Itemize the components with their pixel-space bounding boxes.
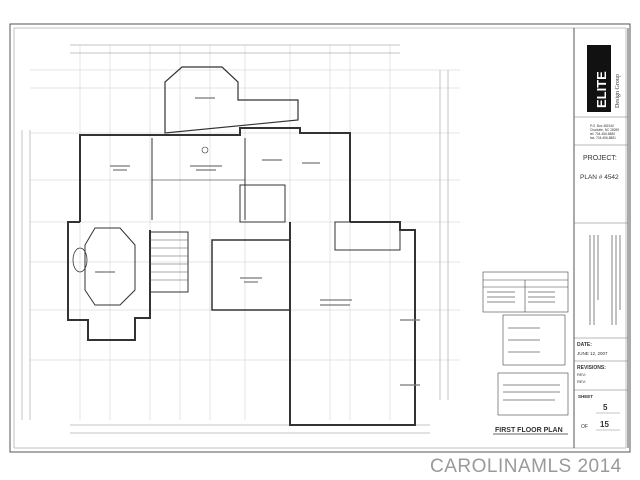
date-label: DATE: — [577, 342, 592, 348]
square-footage-table — [502, 314, 566, 366]
room-annotations — [95, 97, 420, 386]
revision-2: REV: — [577, 379, 586, 384]
inner-border — [13, 27, 627, 449]
pantry — [239, 184, 286, 223]
main-house-wall — [79, 127, 351, 222]
project-label: PROJECT: — [583, 155, 617, 162]
master-bath-octagon — [84, 227, 136, 306]
laundry — [334, 221, 401, 251]
tub — [72, 247, 88, 273]
address-line-3: tel: 704-456-8880 — [590, 132, 615, 136]
revision-1: REV: — [577, 372, 586, 377]
dimension-lines — [21, 44, 460, 434]
logo-box — [587, 45, 611, 112]
watermark: CAROLINAMLS 2014 — [430, 456, 622, 477]
open-terrace-outline — [164, 66, 299, 134]
wall-size-table — [482, 271, 569, 313]
sheet-total: 15 — [600, 420, 609, 429]
plan-number: PLAN # 4542 — [580, 174, 619, 181]
general-notes-box — [497, 372, 569, 416]
address-line-2: Charlotte, NC 28269 — [590, 128, 619, 132]
designer-notes — [589, 235, 621, 325]
garage-wall — [289, 221, 416, 426]
sheet-border — [9, 23, 631, 453]
master-wing-wall — [67, 221, 151, 341]
date-value: JUNE 12, 2007 — [577, 351, 608, 356]
title-block: ELITE Design Group P.O. Box 481940 Charl… — [573, 28, 629, 448]
address-line-4: fax: 704-456-8881 — [590, 136, 616, 140]
logo-text: ELITE — [594, 71, 609, 108]
revisions-label: REVISIONS: — [577, 365, 606, 371]
logo-subtext: Design Group — [615, 74, 621, 108]
walls — [67, 66, 416, 426]
drawing-title: FIRST FLOOR PLAN — [495, 427, 563, 434]
of-label: OF — [581, 424, 588, 430]
sheet-number: 5 — [603, 403, 608, 412]
address-line-1: P.O. Box 481940 — [590, 124, 614, 128]
sheet-label: SHEET — [578, 394, 593, 399]
stair — [149, 231, 189, 293]
wall-marker — [201, 146, 209, 154]
formal-dining — [211, 239, 291, 311]
notes-tables — [482, 271, 569, 416]
